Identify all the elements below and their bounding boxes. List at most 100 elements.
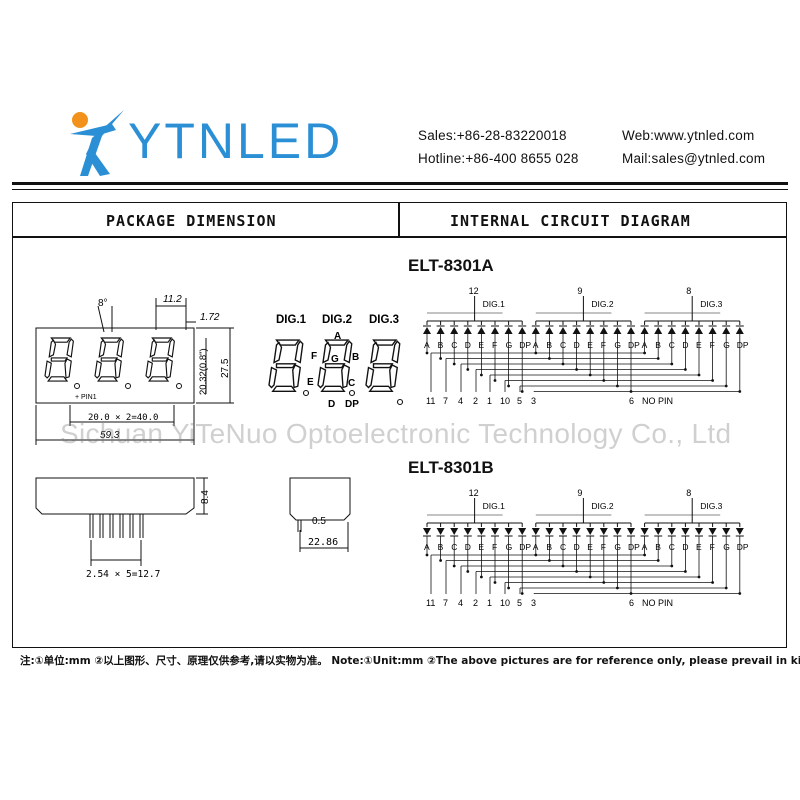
junction-dot [452,362,456,366]
label-seg-b: B [352,352,359,363]
junction-dot [466,368,470,371]
junction-dot [575,570,578,573]
led-diode [735,528,744,535]
digit-label: DIG.3 [700,299,722,309]
led-diode [708,528,717,535]
junction-dot [670,564,674,568]
bottom-pin-label: 5 [517,396,522,406]
led-diode [531,528,540,535]
sales-phone: Sales:+86-28-83220018 [418,128,567,143]
dim-digit-pitch: 20.0 × 2=40.0 [88,413,158,423]
no-pin-label: NO PIN [642,396,673,406]
email: Mail:sales@ytnled.com [622,151,766,166]
front-view [35,298,234,445]
led-diode [640,327,649,334]
hotline-phone: Hotline:+86-400 8655 028 [418,151,579,166]
junction-dot [534,351,538,355]
label-seg-a: A [334,331,341,342]
junction-dot [643,351,646,355]
digit-label: DIG.2 [591,299,613,309]
label-dig1: DIG.1 [276,314,307,326]
dim-total-width: 59.3 [100,430,120,441]
bottom-pin-label: 3 [531,598,536,608]
digit-label: DIG.1 [483,299,505,309]
junction-dot [480,575,483,579]
led-diode [531,327,540,334]
led-diode [599,528,608,535]
junction-dot [588,575,592,579]
led-diode [681,327,690,334]
junction-dot [724,586,728,590]
part-number-b: ELT-8301B [408,458,494,477]
dim-total-height: 27.5 [220,358,231,378]
junction-dot [697,575,701,579]
bottom-pin-label: 1 [487,396,492,406]
labeled-display [268,339,404,406]
led-diode [640,528,649,535]
label-seg-g: G [331,354,339,365]
dim-pin-pitch: 2.54 × 5=12.7 [86,569,160,580]
dim-digit-height: 20.32(0.8") [198,348,209,395]
led-diode [613,528,622,535]
led-diode [504,528,513,535]
dim-side-height: 8.4 [200,490,211,504]
logo [66,106,126,178]
bottom-pin-label: 11 [426,396,435,406]
bottom-pin-label: 3 [531,396,536,406]
led-diode [735,327,744,334]
junction-dot [575,368,578,371]
frame-column-divider [398,202,400,237]
junction-dot [711,581,714,584]
part-number-a: ELT-8301A [408,256,494,275]
common-pin-label: 8 [686,286,691,296]
junction-dot [616,384,619,388]
package-dimension-title: PACKAGE DIMENSION [106,212,277,230]
watermark: Sichuan YiTeNuo Optoelectronic Technolog… [60,418,732,449]
logo-mark-icon [70,110,124,176]
junction-dot [493,581,497,584]
junction-dot [520,390,524,393]
label-dig3: DIG.3 [369,314,399,326]
led-diode [681,528,690,535]
bottom-pin-label: 5 [517,598,522,608]
led-diode [423,528,431,535]
junction-dot [670,362,674,366]
dim-pin-diameter: 0.5 [312,516,326,527]
bottom-pin-label: 11 [426,598,435,608]
junction-dot [629,390,633,393]
dim-digit-angle: 8° [98,298,108,309]
segment-label: DP [737,542,749,552]
junction-dot [588,373,592,377]
junction-dot [684,368,687,371]
junction-dot [738,390,742,393]
led-diode [572,528,581,535]
segment-label: DP [519,542,531,552]
dim-segment-width: 1.72 [200,312,220,323]
led-diode [627,327,635,334]
bottom-pin-label: 4 [458,396,463,406]
led-diode [518,528,527,535]
junction-dot [629,592,633,595]
bottom-pin-label: 7 [443,396,448,406]
frame-header-divider [12,236,787,238]
header-rule-thin [12,189,788,190]
led-diode [586,327,595,334]
bottom-pin-label: 1 [487,598,492,608]
junction-dot [425,351,429,355]
junction-dot [507,586,510,590]
segment-label: DP [519,340,531,350]
junction-dot [548,559,551,562]
led-diode [450,528,459,535]
bottom-pin-label: 10 [500,598,510,608]
junction-dot [656,559,660,562]
no-pin-number: 6 [629,396,634,406]
bottom-pin-label: 7 [443,598,448,608]
side-view [35,477,208,566]
led-diode [491,528,499,535]
junction-dot [548,357,551,360]
led-diode [695,528,703,535]
pin1-marker: + PIN1 [75,394,97,401]
spec-frame [12,202,787,648]
